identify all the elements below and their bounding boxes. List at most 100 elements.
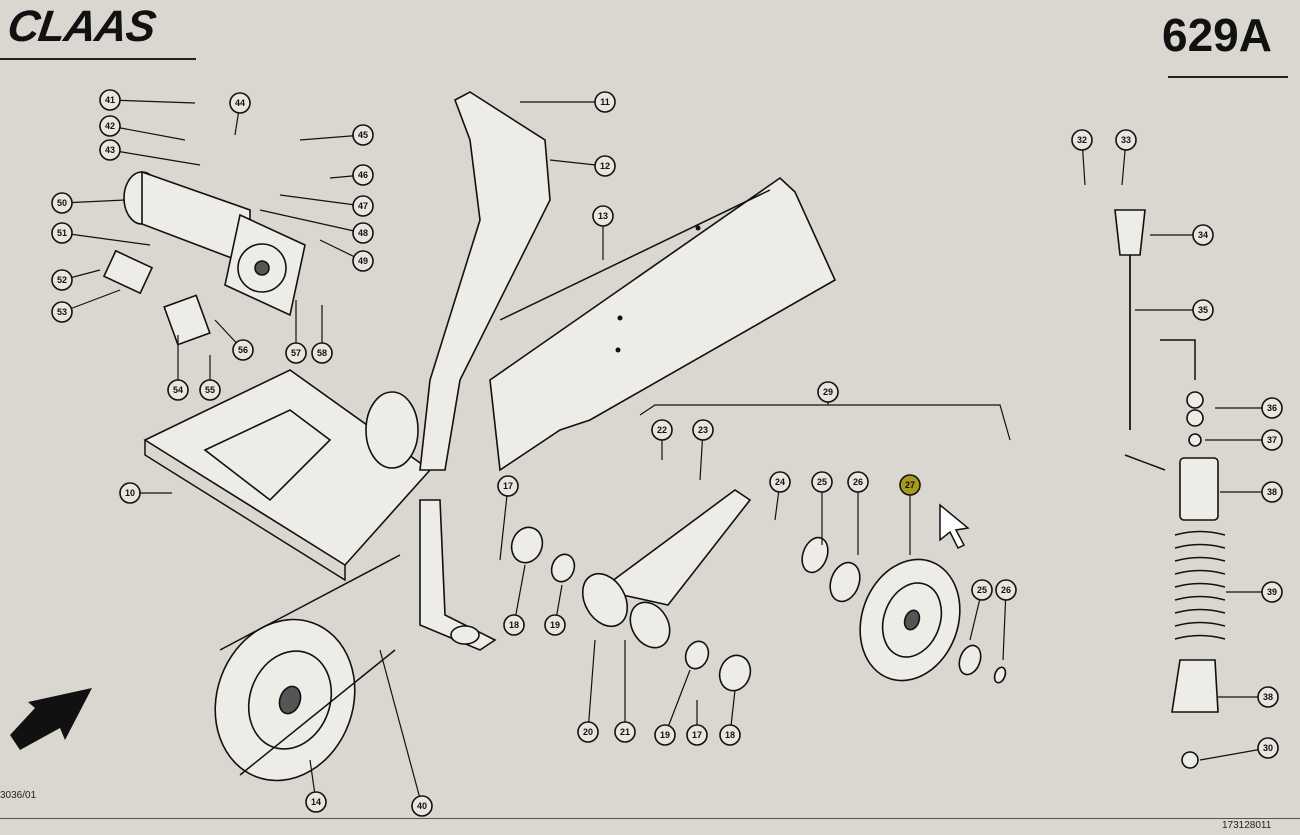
callout-12[interactable]: 12	[594, 155, 616, 177]
callout-19[interactable]: 19	[654, 724, 676, 746]
callout-circle	[285, 342, 307, 364]
callout-26[interactable]: 26	[847, 471, 869, 493]
callout-50[interactable]: 50	[51, 192, 73, 214]
callout-number: 50	[57, 198, 67, 208]
callout-55[interactable]: 55	[199, 379, 221, 401]
callout-32[interactable]: 32	[1071, 129, 1093, 151]
callout-number: 45	[358, 130, 368, 140]
callout-number: 34	[1198, 230, 1208, 240]
callout-26[interactable]: 26	[995, 579, 1017, 601]
callout-circle	[654, 724, 676, 746]
callout-38[interactable]: 38	[1261, 481, 1283, 503]
direction-arrow-icon	[10, 688, 92, 750]
callout-29[interactable]: 29	[817, 381, 839, 403]
callout-circle	[817, 381, 839, 403]
callout-17[interactable]: 17	[497, 475, 519, 497]
callout-54[interactable]: 54	[167, 379, 189, 401]
callout-number: 57	[291, 348, 301, 358]
leader-40	[379, 649, 423, 807]
callout-number: 55	[205, 385, 215, 395]
callout-58[interactable]: 58	[311, 342, 333, 364]
callout-circle	[1261, 481, 1283, 503]
callout-circle	[995, 579, 1017, 601]
motor-assembly	[102, 170, 306, 346]
callout-30[interactable]: 30	[1257, 737, 1279, 759]
callout-53[interactable]: 53	[51, 301, 73, 323]
callout-56[interactable]: 56	[232, 339, 254, 361]
callout-circle	[119, 482, 141, 504]
callout-circle	[686, 724, 708, 746]
callout-circle	[614, 721, 636, 743]
callout-circle	[352, 222, 374, 244]
page-number: 629A	[1162, 9, 1272, 61]
callout-42[interactable]: 42	[99, 115, 121, 137]
callout-number: 42	[105, 121, 115, 131]
callout-circle	[1261, 581, 1283, 603]
callout-circle	[1071, 129, 1093, 151]
callout-45[interactable]: 45	[352, 124, 374, 146]
bottom-rule	[0, 818, 1300, 819]
callout-circle	[594, 155, 616, 177]
callout-43[interactable]: 43	[99, 139, 121, 161]
callout-34[interactable]: 34	[1192, 224, 1214, 246]
callout-10[interactable]: 10	[119, 482, 141, 504]
callout-17[interactable]: 17	[686, 724, 708, 746]
callout-circle	[1115, 129, 1137, 151]
callout-18[interactable]: 18	[503, 614, 525, 636]
callout-41[interactable]: 41	[99, 89, 121, 111]
callout-48[interactable]: 48	[352, 222, 374, 244]
callout-40[interactable]: 40	[411, 795, 433, 817]
callout-47[interactable]: 47	[352, 195, 374, 217]
callout-circle	[503, 614, 525, 636]
callout-circle	[411, 795, 433, 817]
callout-13[interactable]: 13	[592, 205, 614, 227]
callout-25[interactable]: 25	[811, 471, 833, 493]
callout-circle	[1192, 224, 1214, 246]
idler-pulley	[801, 536, 1007, 684]
callout-27[interactable]: 27	[899, 474, 921, 496]
callout-57[interactable]: 57	[285, 342, 307, 364]
callout-circle	[692, 419, 714, 441]
callout-number: 25	[817, 477, 827, 487]
callout-51[interactable]: 51	[51, 222, 73, 244]
callout-20[interactable]: 20	[577, 721, 599, 743]
callout-circle	[769, 471, 791, 493]
callout-11[interactable]: 11	[594, 91, 616, 113]
lever-arm	[365, 91, 551, 471]
callout-circle	[1257, 686, 1279, 708]
callout-49[interactable]: 49	[352, 250, 374, 272]
callout-circle	[577, 721, 599, 743]
callout-number: 48	[358, 228, 368, 238]
callout-circle	[167, 379, 189, 401]
tensioner-arm	[581, 489, 752, 649]
callout-44[interactable]: 44	[229, 92, 251, 114]
callout-number: 38	[1267, 487, 1277, 497]
callout-number: 41	[105, 95, 115, 105]
callout-14[interactable]: 14	[305, 791, 327, 813]
callout-number: 37	[1267, 435, 1277, 445]
callout-18[interactable]: 18	[719, 724, 741, 746]
drawing-ref-right: 173128011	[1222, 820, 1272, 831]
callout-37[interactable]: 37	[1261, 429, 1283, 451]
pulley-large	[214, 554, 401, 782]
callout-33[interactable]: 33	[1115, 129, 1137, 151]
cursor-pointer-icon	[939, 503, 970, 550]
callout-35[interactable]: 35	[1192, 299, 1214, 321]
callout-46[interactable]: 46	[352, 164, 374, 186]
bushings	[419, 499, 752, 692]
callout-36[interactable]: 36	[1261, 397, 1283, 419]
callout-number: 19	[660, 730, 670, 740]
callout-39[interactable]: 39	[1261, 581, 1283, 603]
callout-19[interactable]: 19	[544, 614, 566, 636]
callout-38[interactable]: 38	[1257, 686, 1279, 708]
callout-52[interactable]: 52	[51, 269, 73, 291]
callout-circle	[1257, 737, 1279, 759]
callout-22[interactable]: 22	[651, 419, 673, 441]
callout-24[interactable]: 24	[769, 471, 791, 493]
callout-25[interactable]: 25	[971, 579, 993, 601]
callout-circle	[51, 269, 73, 291]
callout-21[interactable]: 21	[614, 721, 636, 743]
callout-circle	[229, 92, 251, 114]
callout-23[interactable]: 23	[692, 419, 714, 441]
callout-number: 52	[57, 275, 67, 285]
